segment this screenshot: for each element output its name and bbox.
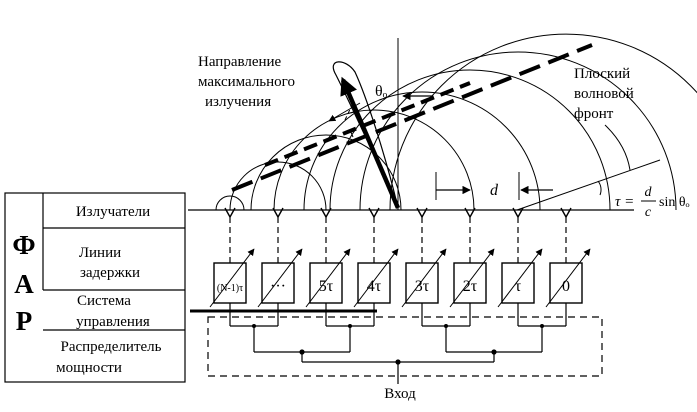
control-arrow — [305, 248, 351, 308]
radiator-icon — [560, 207, 572, 219]
plane-front-pointer — [604, 124, 631, 171]
label-pointer-arrow — [328, 102, 361, 122]
formula-denominator: c — [645, 205, 652, 220]
beam-direction-label: Направление — [198, 54, 282, 70]
wavefront-arc — [303, 91, 541, 211]
delay-block — [549, 262, 583, 304]
legend-frame — [4, 192, 186, 383]
spherical-wavefronts — [215, 33, 697, 211]
delay-path-line — [516, 159, 661, 211]
radiator-icon — [368, 207, 380, 219]
radiator-icon — [272, 207, 284, 219]
spacing-label: d — [490, 182, 499, 199]
beam-direction-label: излучения — [205, 94, 271, 110]
delay-formula: τ = d c sin θₒ — [615, 185, 690, 220]
delay-block — [453, 262, 487, 304]
delay-block — [261, 262, 295, 304]
array-elements: (N-1)τ ··· 5τ 4τ 3τ 2τ τ 0 — [209, 207, 591, 311]
radiator-icon — [464, 207, 476, 219]
delay-block-label: 0 — [562, 278, 570, 295]
legend-row-label: Система — [77, 293, 131, 309]
power-divider-enclosure — [207, 316, 603, 377]
formula-lhs: τ = — [615, 194, 634, 210]
legend-row-label: Распределитель — [61, 339, 162, 355]
formula-numerator: d — [645, 185, 653, 200]
delay-block-label: 4τ — [367, 278, 382, 295]
plane-front-label: волновой — [574, 86, 634, 102]
plane-wavefront-line — [231, 43, 593, 192]
formula-rhs: sin θₒ — [659, 195, 690, 210]
legend-row-label: Линии — [79, 245, 121, 261]
control-arrow — [497, 248, 543, 308]
legend-table: Ф А Р Излучатели Линии задержки Система … — [4, 192, 186, 383]
delay-block-label: (N-1)τ — [217, 283, 243, 294]
radiator-icon — [416, 207, 428, 219]
input-label: Вход — [384, 386, 416, 402]
delay-block-label: ··· — [270, 278, 286, 295]
delay-block — [357, 262, 391, 304]
control-arrow — [257, 248, 303, 308]
legend-acronym-letter: Р — [16, 306, 33, 336]
legend-acronym-letter: А — [14, 269, 34, 299]
wavefront-arc — [329, 69, 611, 211]
delay-block — [405, 262, 439, 304]
delay-block-label: 3τ — [415, 278, 430, 295]
power-divider-tree — [229, 311, 567, 384]
junction-dot — [348, 324, 352, 328]
control-arrow — [449, 248, 495, 308]
right-angle-marker — [342, 129, 354, 138]
legend-row-label: задержки — [80, 265, 140, 281]
plane-wavefront-line — [264, 81, 471, 167]
delay-block — [213, 262, 247, 304]
control-arrow — [545, 248, 591, 308]
junction-dot — [252, 324, 256, 328]
legend-row-label: управления — [76, 314, 150, 330]
wavefront-arc — [215, 195, 245, 211]
wavefront-arc — [389, 33, 697, 211]
control-arrow — [401, 248, 447, 308]
delay-block-label: 2τ — [463, 278, 478, 295]
theta-label: θₒ — [375, 83, 388, 100]
legend-acronym-letter: Ф — [12, 230, 35, 260]
legend-row-label: мощности — [56, 360, 122, 376]
legend-row-label: Излучатели — [76, 204, 150, 220]
junction-dot — [540, 324, 544, 328]
beam-dash — [344, 104, 353, 121]
beam-direction-arrow — [340, 76, 401, 209]
plane-front-label: Плоский — [574, 66, 630, 82]
control-arrow — [209, 248, 255, 308]
control-arrow — [353, 248, 399, 308]
plane-front-label: фронт — [574, 106, 614, 122]
delay-angle-arc — [597, 180, 602, 196]
delay-block — [309, 262, 343, 304]
delay-block-label: τ — [515, 278, 522, 295]
wavefront-arc — [273, 109, 475, 211]
beam-direction-label: максимального — [198, 74, 295, 90]
junction-dot — [444, 324, 448, 328]
delay-block-label: 5τ — [319, 278, 334, 295]
